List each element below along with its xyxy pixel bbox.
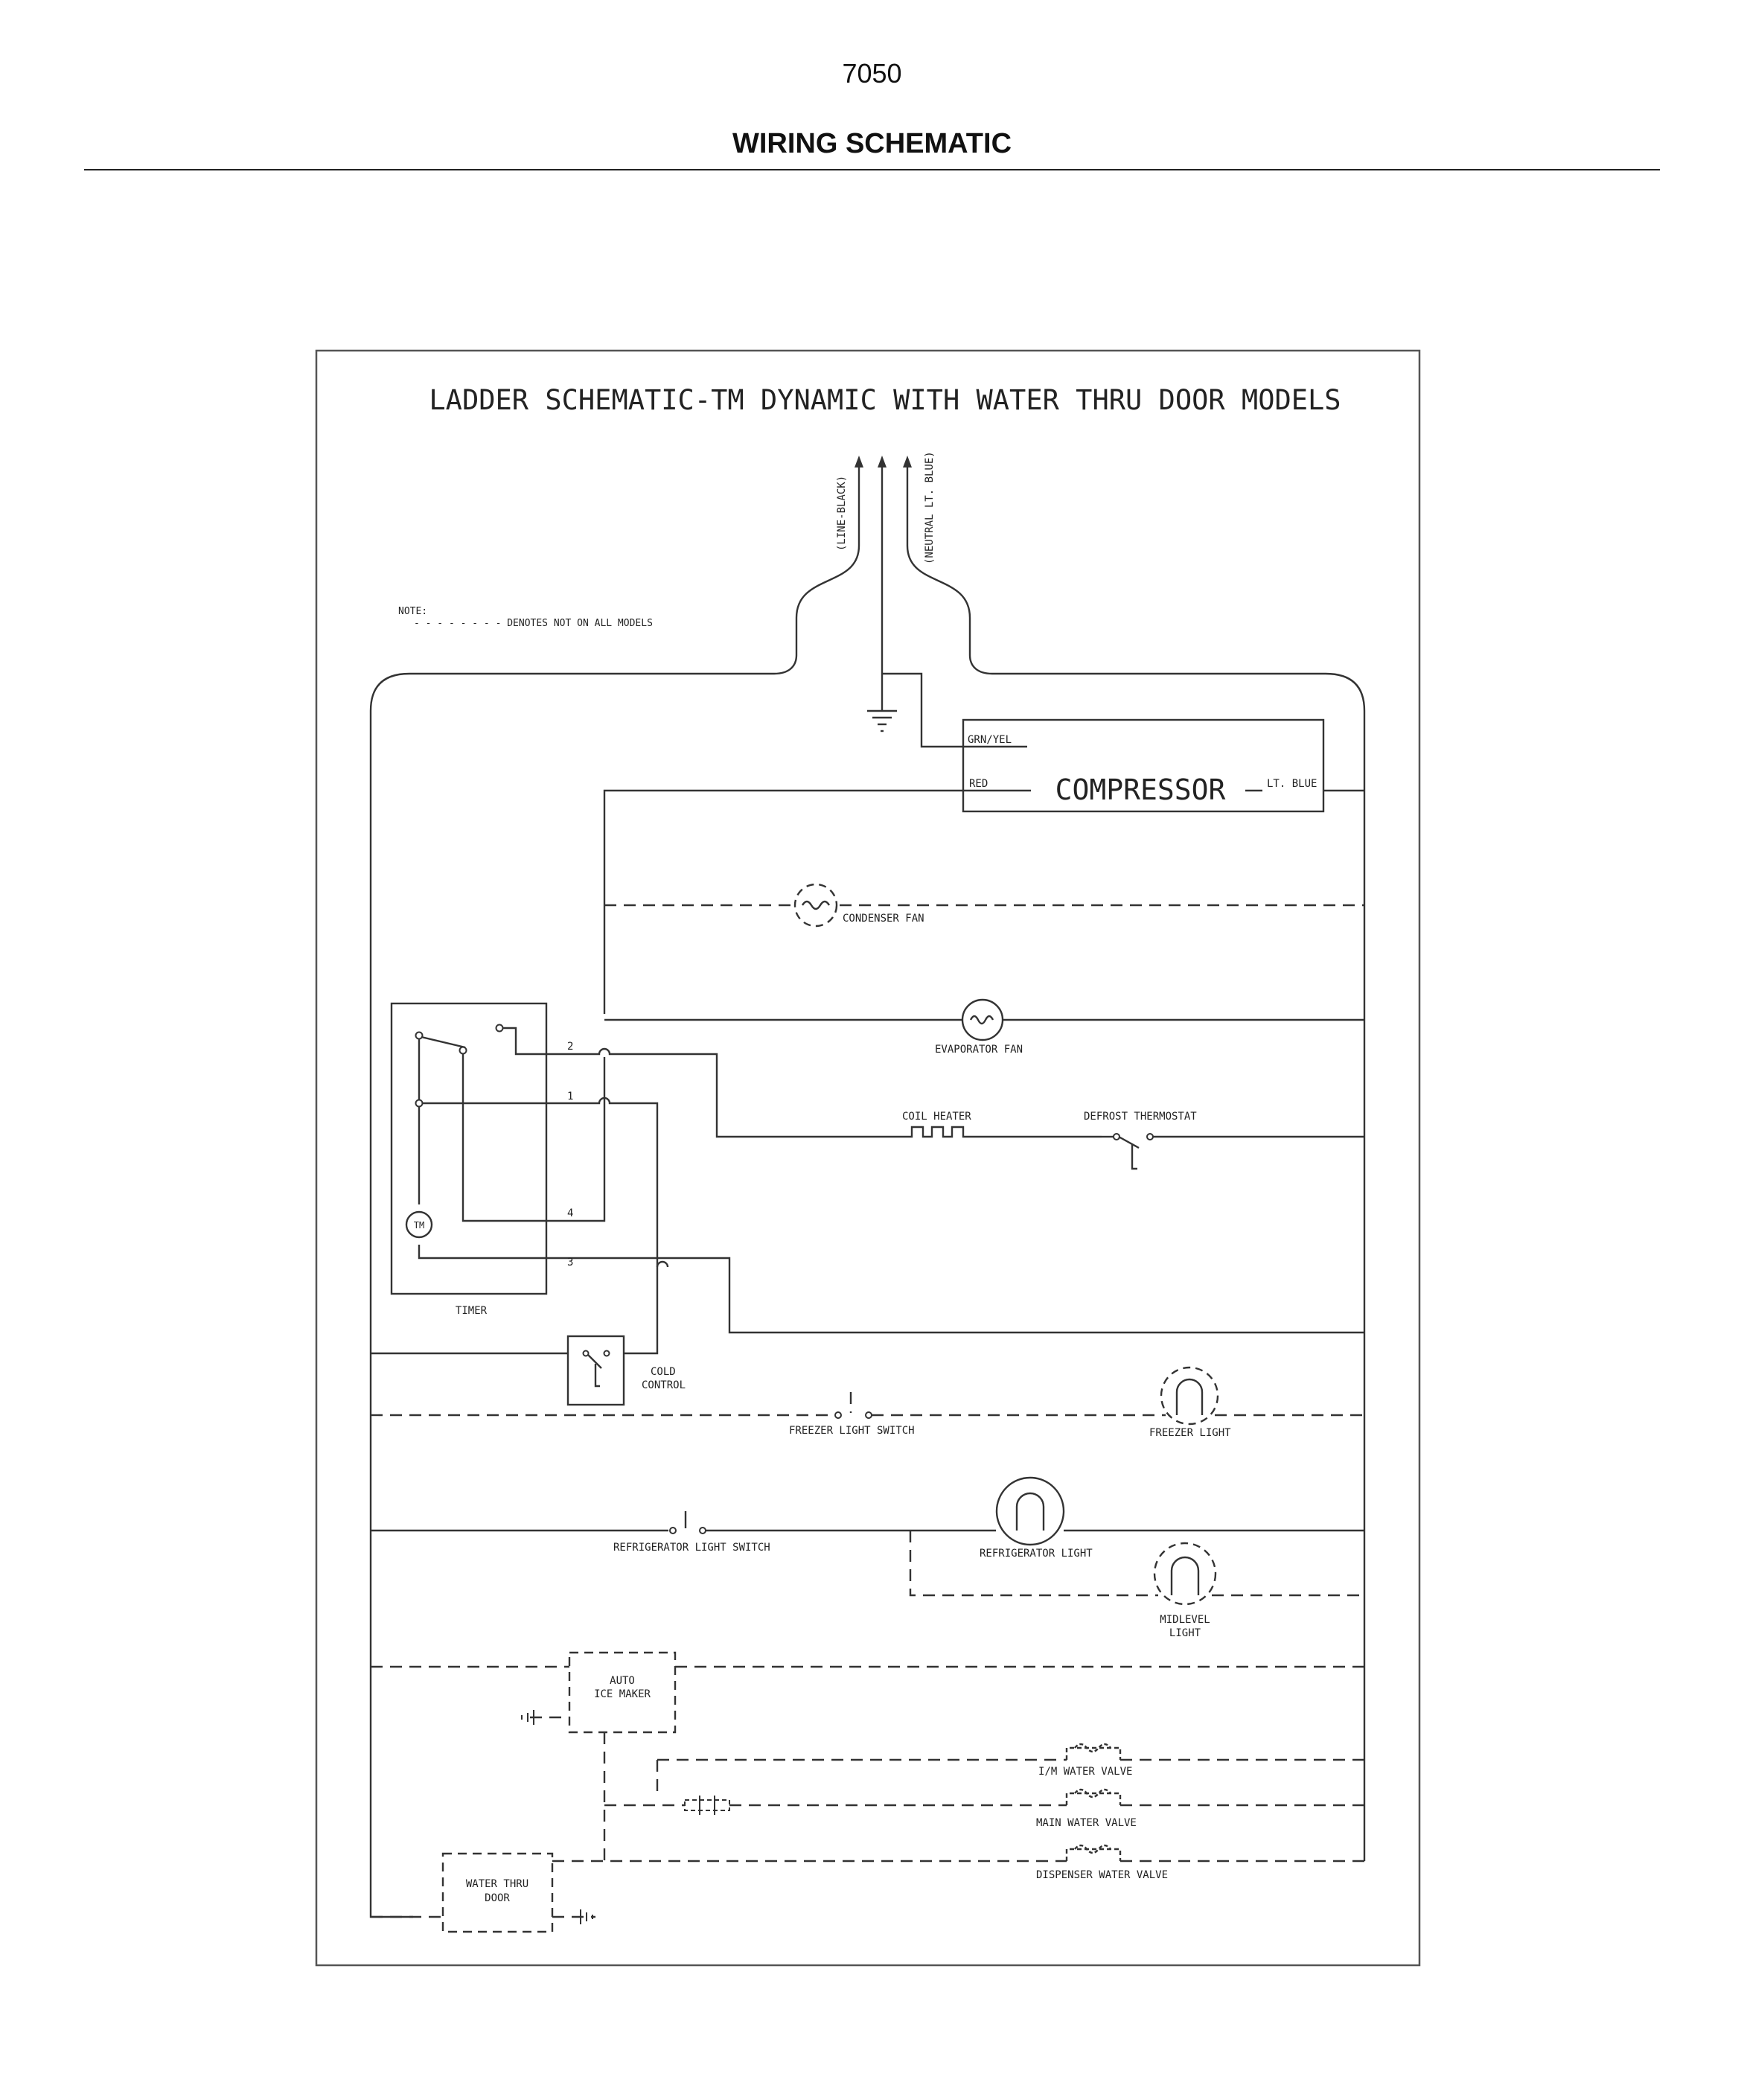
timer-motor-icon xyxy=(405,1210,433,1239)
midlevel-light-label-1: MIDLEVEL xyxy=(1160,1614,1210,1626)
coil-heater-icon xyxy=(897,1126,979,1138)
page-title: WIRING SCHEMATIC xyxy=(732,128,1012,159)
midlevel-light-label-2: LIGHT xyxy=(1169,1627,1201,1639)
condenser-fan-icon xyxy=(793,883,838,928)
compressor-ground-terminal: GRN/YEL xyxy=(968,734,1012,746)
dispenser-water-valve-label: DISPENSER WATER VALVE xyxy=(1036,1869,1168,1881)
cold-control xyxy=(566,1335,625,1406)
auto-ice-maker: AUTO ICE MAKER xyxy=(568,1651,677,1734)
note-text: - - - - - - - - DENOTES NOT ON ALL MODEL… xyxy=(414,618,653,629)
refrigerator-light-switch-label: REFRIGERATOR LIGHT SWITCH xyxy=(613,1542,770,1554)
compressor-label: COMPRESSOR xyxy=(1055,773,1226,806)
line-rail xyxy=(369,545,860,1918)
main-water-valve-icon xyxy=(1065,1788,1122,1805)
timer-label: TIMER xyxy=(456,1305,488,1317)
compressor: COMPRESSOR GRN/YEL RED LT. BLUE xyxy=(962,718,1325,813)
evaporator-fan-icon xyxy=(961,998,1004,1041)
schematic-title: LADDER SCHEMATIC-TM DYNAMIC WITH WATER T… xyxy=(429,384,1341,416)
main-water-valve-label: MAIN WATER VALVE xyxy=(1036,1817,1137,1829)
connector-icon xyxy=(684,1796,730,1815)
timer-terminal-3: 3 xyxy=(567,1257,573,1268)
power-input: (LINE-BLACK) (NEUTRAL LT. BLUE) xyxy=(836,451,936,711)
timer-motor-label: TM xyxy=(414,1220,424,1231)
freezer-light-label: FREEZER LIGHT xyxy=(1149,1427,1231,1439)
ice-maker-label-1: AUTO xyxy=(610,1675,635,1687)
im-water-valve-label: I/M WATER VALVE xyxy=(1038,1766,1132,1778)
refrigerator-light-label: REFRIGERATOR LIGHT xyxy=(980,1548,1093,1560)
coil-heater-label: COIL HEATER xyxy=(902,1111,971,1123)
dispenser-water-valve-icon xyxy=(1065,1844,1122,1861)
water-thru-door-label-1: WATER THRU xyxy=(466,1878,528,1890)
cold-control-label-2: CONTROL xyxy=(642,1379,686,1391)
water-thru-door: WATER THRU DOOR xyxy=(441,1852,554,1933)
title-divider xyxy=(84,169,1660,170)
im-water-valve-icon xyxy=(1065,1743,1122,1760)
defrost-thermostat-label: DEFROST THERMOSTAT xyxy=(1084,1111,1197,1123)
timer: TM TIMER 2 1 4 3 xyxy=(390,1002,731,1317)
water-thru-door-label-2: DOOR xyxy=(485,1892,510,1904)
compressor-red-terminal: RED xyxy=(969,778,988,790)
neutral-label: (NEUTRAL LT. BLUE) xyxy=(924,451,936,564)
schematic-frame xyxy=(315,349,1421,1967)
water-thru-door-ground-icon xyxy=(552,1909,595,1924)
cold-control-label-1: COLD xyxy=(651,1366,676,1378)
ground-symbol xyxy=(867,709,897,733)
defrost-thermostat-icon xyxy=(1102,1133,1154,1170)
neutral-rail xyxy=(906,545,1366,1861)
page-number: 7050 xyxy=(842,58,902,89)
compressor-blue-terminal: LT. BLUE xyxy=(1267,778,1317,790)
refrigerator-light-icon xyxy=(995,1476,1065,1546)
freezer-light-icon xyxy=(1160,1366,1219,1426)
ice-maker-label-2: ICE MAKER xyxy=(594,1688,651,1700)
evaporator-fan-label: EVAPORATOR FAN xyxy=(935,1044,1023,1056)
freezer-light-switch-label: FREEZER LIGHT SWITCH xyxy=(789,1425,915,1437)
midlevel-light-icon xyxy=(1153,1542,1217,1606)
refrigerator-light-switch-icon xyxy=(669,1511,706,1534)
timer-terminal-4: 4 xyxy=(567,1207,573,1219)
timer-terminal-1: 1 xyxy=(567,1091,573,1102)
timer-terminal-2: 2 xyxy=(567,1041,573,1053)
condenser-fan-label: CONDENSER FAN xyxy=(843,913,924,925)
ice-maker-ground-icon xyxy=(521,1710,569,1725)
line-black-label: (LINE-BLACK) xyxy=(836,476,848,551)
note-heading: NOTE: xyxy=(398,606,427,617)
freezer-light-switch-icon xyxy=(834,1392,872,1419)
